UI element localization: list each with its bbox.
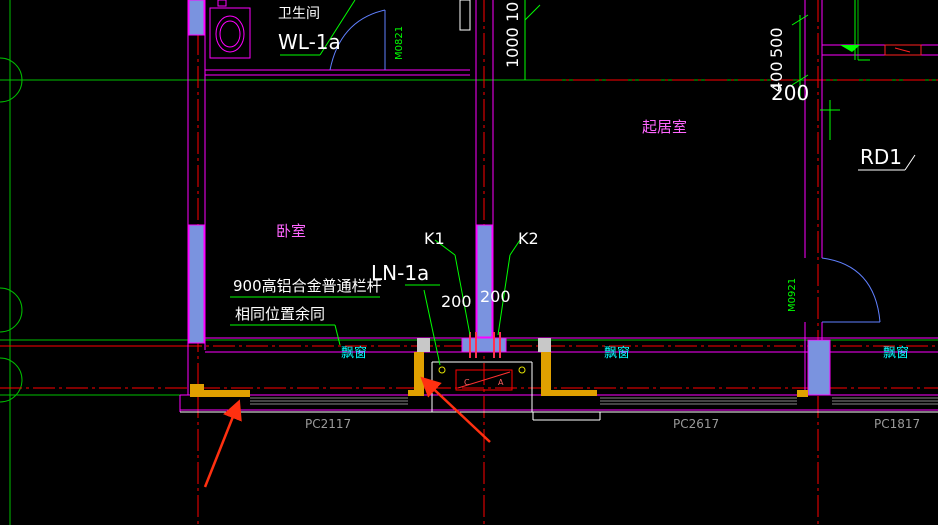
window-pc2117-label: PC2117 xyxy=(305,417,351,431)
wl-tag-label: WL-1a xyxy=(278,30,341,54)
arrow-center xyxy=(420,376,491,443)
level-marker-icon xyxy=(840,45,860,52)
wall-stubs xyxy=(417,338,551,352)
box-label-c: C xyxy=(464,378,470,387)
arrow-left xyxy=(203,399,242,488)
k1-label: K1 xyxy=(424,229,445,248)
railing-note-line2: 相同位置余同 xyxy=(235,305,325,323)
sink-icon xyxy=(209,0,251,59)
dim-200-b-label: 200 xyxy=(480,287,511,306)
railing-note-line1: 900高铝合金普通栏杆 xyxy=(233,277,382,295)
door-swing-right xyxy=(821,257,881,323)
dim-10-label: 10 xyxy=(503,2,522,22)
living-room-label: 起居室 xyxy=(642,118,687,136)
dim-200-top-label: 200 xyxy=(771,81,809,105)
drain-symbols xyxy=(438,366,526,374)
bay-window-label-1: 飘窗 xyxy=(341,345,367,361)
window-pc1817-label: PC1817 xyxy=(874,417,920,431)
door-m0921-label: M0921 xyxy=(787,278,798,312)
dim-500-label: 500 xyxy=(767,27,786,58)
dim-200-a-label: 200 xyxy=(441,292,472,311)
dim-400-label: 400 xyxy=(767,61,786,92)
door-jamb-top xyxy=(459,0,471,31)
column-blocks xyxy=(190,352,808,397)
ac-unit: C A xyxy=(455,332,513,391)
window-pc2617-label: PC2617 xyxy=(673,417,719,431)
bay-window-label-3: 飘窗 xyxy=(883,345,909,361)
room-labels: 卫生间 WL-1a M0821 1000 10 400 500 200 起居室 … xyxy=(233,2,920,431)
rd-marker-lines xyxy=(858,154,916,171)
bedroom-label: 卧室 xyxy=(276,222,306,240)
wall-fills xyxy=(188,0,831,396)
green-axis-bubbles xyxy=(0,57,23,403)
ln-tag-label: LN-1a xyxy=(371,261,429,285)
box-label-a: A xyxy=(498,378,504,387)
rd1-label: RD1 xyxy=(860,145,902,169)
dimension-lines xyxy=(230,0,870,366)
door-leaf-top xyxy=(280,0,356,56)
bay-window-label-2: 飘窗 xyxy=(604,345,630,361)
door-m0821-label: M0821 xyxy=(394,26,405,60)
annotation-arrows xyxy=(203,376,491,488)
bathroom-label: 卫生间 xyxy=(278,6,320,22)
window-glazing xyxy=(250,397,938,405)
door-swing-top xyxy=(329,9,386,71)
k2-label: K2 xyxy=(518,229,539,248)
section-marker-icon xyxy=(884,44,922,56)
dim-1000-label: 1000 xyxy=(503,27,522,68)
